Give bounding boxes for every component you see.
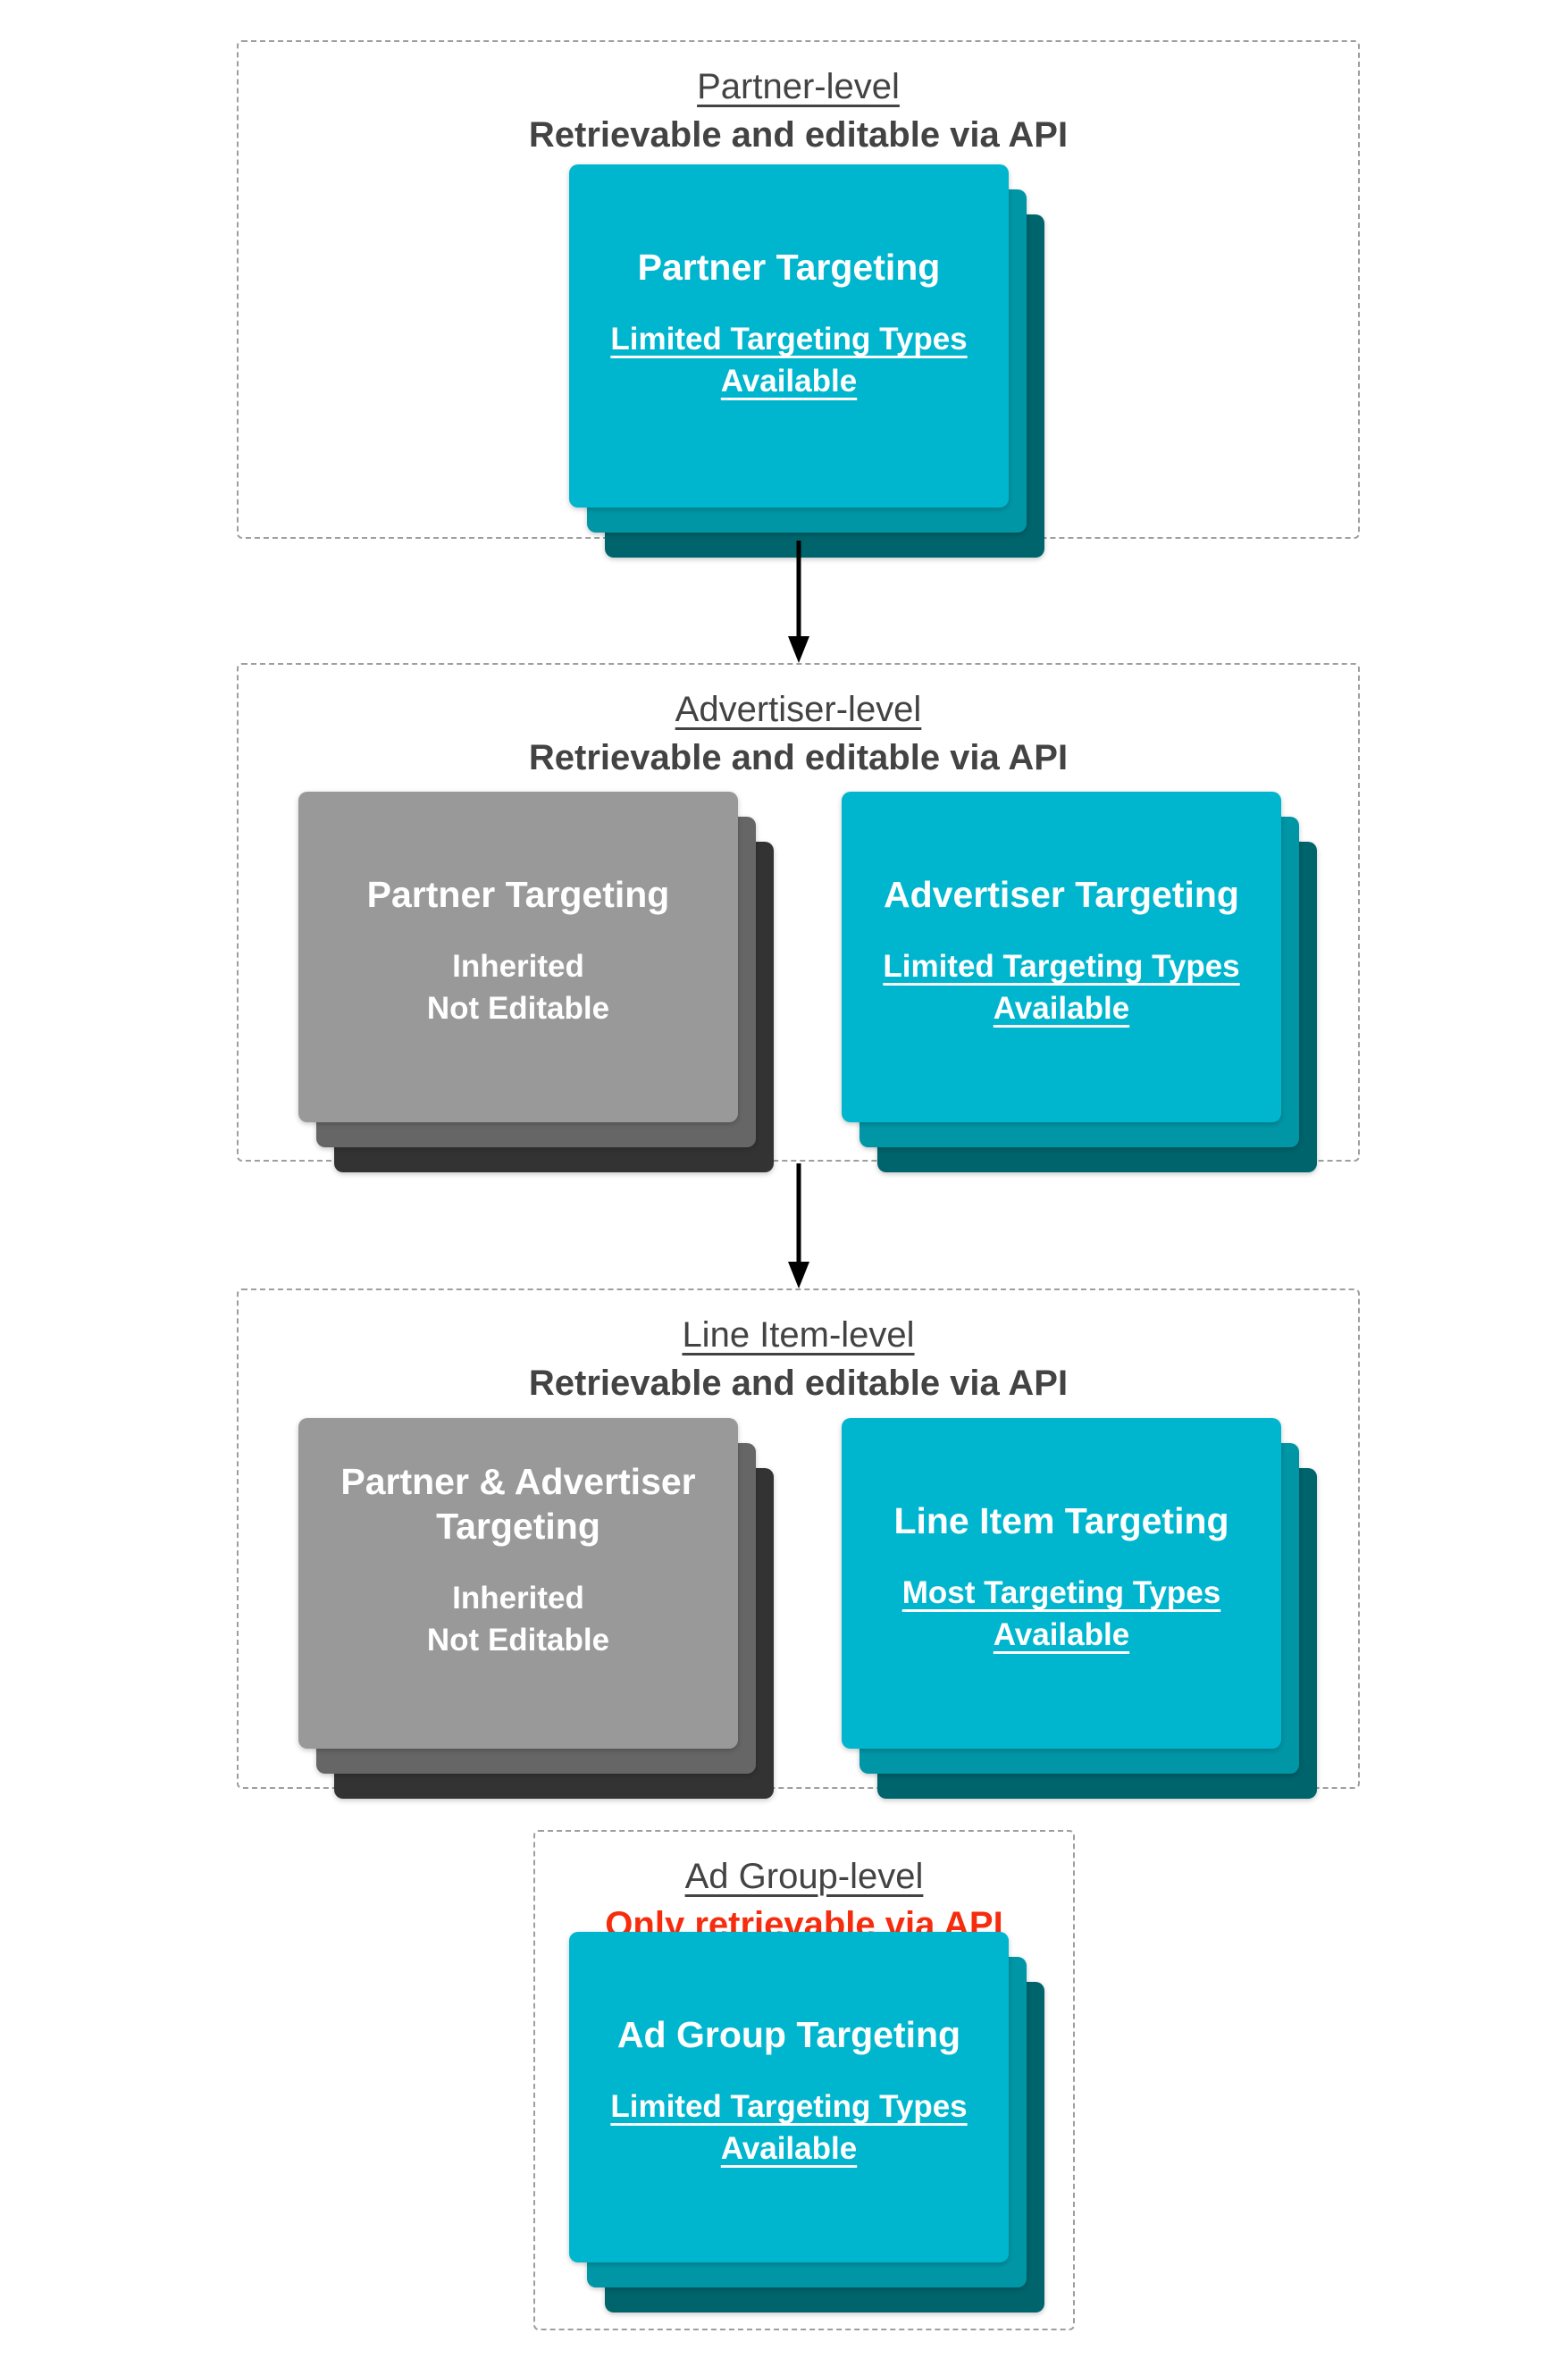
card-subtitle-line: Not Editable	[426, 1623, 610, 1658]
card-subtitle: Inherited Not Editable	[298, 945, 738, 1029]
ad-group-targeting-card-stack: Ad Group Targeting Limited Targeting Typ…	[569, 1932, 1044, 2312]
line-item-targeting-card: Line Item Targeting Most Targeting Types…	[842, 1418, 1281, 1749]
card-subtitle-line: Limited Targeting Types	[610, 2089, 968, 2124]
card-subtitle-line: Inherited	[452, 949, 584, 984]
section-title: Line Item-level	[682, 1315, 915, 1355]
card-subtitle-line: Most Targeting Types	[901, 1575, 1221, 1610]
card-subtitle-line: Available	[993, 1617, 1130, 1652]
advertiser-targeting-card-stack: Advertiser Targeting Limited Targeting T…	[842, 792, 1317, 1172]
card-subtitle-line: Available	[993, 991, 1130, 1026]
section-subtitle: Retrievable and editable via API	[528, 738, 1069, 777]
section-title: Partner-level	[697, 67, 900, 106]
arrow-line	[796, 1163, 801, 1267]
line-item-level-box: Line Item-level Retrievable and editable…	[237, 1288, 1360, 1799]
card-title: Partner Targeting	[366, 874, 670, 915]
card-subtitle-line: Limited Targeting Types	[610, 322, 968, 357]
down-arrow-icon	[779, 541, 818, 663]
inherited-partner-targeting-card-stack: Partner Targeting Inherited Not Editable	[298, 792, 774, 1172]
partner-level-header: Partner-level Retrievable and editable v…	[239, 42, 1358, 158]
advertiser-targeting-card: Advertiser Targeting Limited Targeting T…	[842, 792, 1281, 1122]
card-subtitle: Limited Targeting Types Available	[569, 2086, 1009, 2170]
arrow-head	[788, 1262, 809, 1288]
section-subtitle: Retrievable and editable via API	[528, 1364, 1069, 1403]
ad-group-level-header: Ad Group-level Only retrievable via API	[535, 1832, 1073, 1948]
arrow-head	[788, 636, 809, 663]
card-title: Ad Group Targeting	[616, 2014, 961, 2055]
card-subtitle: Limited Targeting Types Available	[842, 945, 1281, 1029]
arrow-line	[796, 541, 801, 642]
card-subtitle-line: Not Editable	[426, 991, 610, 1026]
line-item-level-header: Line Item-level Retrievable and editable…	[239, 1290, 1358, 1406]
section-title: Advertiser-level	[675, 690, 922, 729]
card-subtitle: Inherited Not Editable	[298, 1577, 738, 1661]
advertiser-level-box: Advertiser-level Retrievable and editabl…	[237, 663, 1360, 1172]
down-arrow-icon	[779, 1163, 818, 1288]
section-title: Ad Group-level	[684, 1857, 924, 1896]
partner-level-box: Partner-level Retrievable and editable v…	[237, 40, 1360, 558]
card-title: Partner Targeting	[637, 247, 941, 288]
card-title: Line Item Targeting	[893, 1500, 1229, 1541]
partner-targeting-card: Partner Targeting Limited Targeting Type…	[569, 164, 1009, 508]
card-subtitle-line: Inherited	[452, 1581, 584, 1616]
card-subtitle: Most Targeting Types Available	[842, 1572, 1281, 1656]
card-subtitle: Limited Targeting Types Available	[569, 318, 1009, 402]
card-subtitle-line: Available	[720, 364, 858, 399]
ad-group-level-box: Ad Group-level Only retrievable via API …	[533, 1830, 1075, 2330]
inherited-partner-advertiser-targeting-card: Partner & Advertiser Targeting Inherited…	[298, 1418, 738, 1749]
card-subtitle-line: Available	[720, 2131, 858, 2166]
advertiser-level-header: Advertiser-level Retrievable and editabl…	[239, 665, 1358, 781]
section-subtitle: Retrievable and editable via API	[528, 115, 1069, 155]
ad-group-targeting-card: Ad Group Targeting Limited Targeting Typ…	[569, 1932, 1009, 2262]
card-subtitle-line: Limited Targeting Types	[883, 949, 1240, 984]
line-item-targeting-card-stack: Line Item Targeting Most Targeting Types…	[842, 1418, 1317, 1799]
inherited-partner-targeting-card: Partner Targeting Inherited Not Editable	[298, 792, 738, 1122]
card-title: Advertiser Targeting	[884, 874, 1239, 915]
partner-targeting-card-stack: Partner Targeting Limited Targeting Type…	[569, 164, 1044, 558]
card-title: Partner & Advertiser Targeting	[340, 1461, 696, 1547]
inherited-partner-advertiser-targeting-card-stack: Partner & Advertiser Targeting Inherited…	[298, 1418, 774, 1799]
